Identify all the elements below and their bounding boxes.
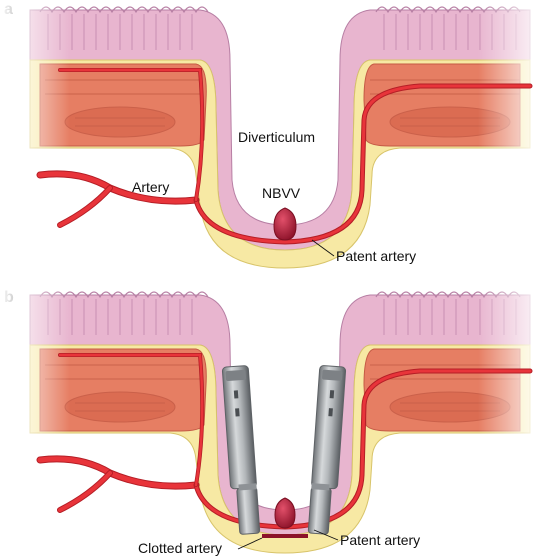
label-patent-artery-a: Patent artery xyxy=(336,248,416,264)
visible-vessel-icon xyxy=(273,207,297,241)
label-diverticulum: Diverticulum xyxy=(238,129,315,145)
label-nbvv: NBVV xyxy=(262,185,301,201)
leader-clotted-artery xyxy=(237,537,263,550)
panel-a: a Diverticulum Artery NBVV Patent artery xyxy=(0,0,548,270)
leader-patent-artery-b xyxy=(313,529,339,541)
leader-patent-artery-a xyxy=(311,239,335,257)
label-patent-artery-b: Patent artery xyxy=(340,532,420,548)
visible-vessel-icon-b xyxy=(274,497,296,529)
label-clotted-artery: Clotted artery xyxy=(138,540,222,556)
endoscopic-clip-icon-left xyxy=(221,365,261,535)
label-artery: Artery xyxy=(132,179,169,195)
tissue-cross-section-b xyxy=(0,285,548,555)
endoscopic-clip-icon-right xyxy=(307,365,347,535)
panel-b: b Clotted artery Patent artery xyxy=(0,285,548,556)
